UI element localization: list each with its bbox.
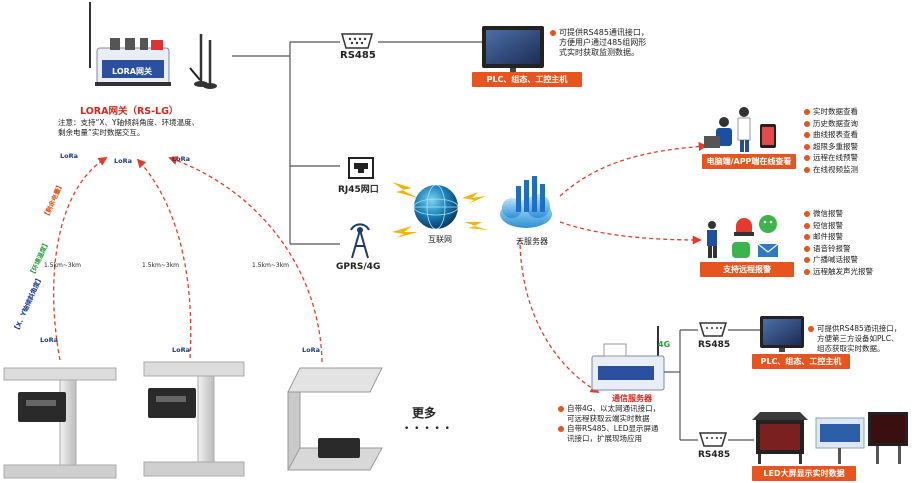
rj45-label: RJ45网口 [338,185,379,195]
comm-server-desc-line-1: 自带4G、以太网通讯接口， [567,404,661,413]
more-dots: • • • • • [404,424,451,434]
rs485-mid-label: RS485 [698,340,731,350]
sensor-1 [3,367,117,479]
lora-gateway-device [89,2,217,89]
rs485-port-icon-bottom [698,432,728,447]
gateway-note-line-2: 剩余电量”实时数据交互。 [58,128,145,137]
cloud-label: 云服务器 [516,237,548,246]
internet-label: 互联网 [428,235,452,244]
gateway-trunk [232,41,482,245]
alarm-list: 微信报警 短信报警 邮件报警 语音铃报警 广播喊话报警 远程触发声光报警 [804,208,873,277]
comm-server-desc-line-4: 讯接口，扩展现场应用 [567,434,642,443]
lora-tag-3: LoRa [172,155,190,163]
pc-app-item: 在线视频监测 [813,164,858,174]
plc-bottom-badge: PLC、组态、工控主机 [752,354,850,369]
lora-tag-1: LoRa [60,152,78,160]
sensor-3 [287,367,383,471]
wireless-bolts [392,182,488,238]
gateway-title: LORA网关（RS-LG） [80,106,179,117]
rs485-port-icon [341,33,373,49]
more-label: 更多 [412,406,437,420]
plc-top-badge: PLC、组态、工控主机 [472,72,582,87]
gateway-note-line-1: 注意：支持“X、Y轴倾斜角度、环境温度、 [58,118,200,127]
plc-bottom-desc: 可提供RS485通讯接口， 方便第三方设备如PLC、 组态获取实时数据。 [808,324,901,354]
lora-links [53,156,323,363]
pc-app-item: 历史数据查询 [813,118,858,128]
comm-server-device [591,326,665,391]
alarm-badge: 支持远程报警 [700,262,794,277]
plc-top-desc-line-2: 方便用户通过485组网形 [559,38,647,47]
gateway-device-label: LORA网关 [112,67,152,76]
rj45-port-icon [348,157,374,179]
rs485-port-icon-mid [698,322,728,337]
cloud-server-icon [500,176,552,228]
lora-tag-5: LoRa [172,346,190,354]
plc-monitor-bottom [760,316,804,352]
gateway-note: 注意：支持“X、Y轴倾斜角度、环境温度、 剩余电量”实时数据交互。 [58,118,199,138]
comm-server-desc: 自带4G、以太网通讯接口， 可远程获取云端实时数据 自带RS485、LED显示屏… [558,404,660,444]
rs485-top-label: RS485 [340,50,376,61]
plc-bottom-desc-line-1: 可提供RS485通讯接口， [817,324,902,333]
gprs-tower-icon [350,223,370,259]
pc-app-list: 实时数据查看 历史数据查询 曲线报表查看 超限多重报警 远程在线预警 在线视频监… [804,106,858,175]
lora-tag-4: LoRa [40,336,58,344]
bullet-dot [550,29,556,36]
distance-label-3: 1.5km~3km [252,262,290,269]
pc-app-item: 远程在线预警 [813,153,858,162]
plc-top-desc-line-1: 可提供RS485通讯接口， [559,28,649,37]
cloud-links [519,141,708,393]
pc-app-badge: 电脑端/APP端在线查看 [702,154,796,169]
comm-server-desc-line-3: 自带RS485、LED显示屏通 [567,424,659,433]
pc-app-illustration [704,107,776,152]
alarm-item: 邮件报警 [813,232,843,241]
alarm-item: 短信报警 [813,220,843,230]
pc-app-item: 曲线报表查看 [813,130,858,139]
internet-globe-icon [413,184,459,230]
distance-label-2: 1.5km~3km [142,262,180,269]
alarm-item: 广播喊话报警 [813,255,858,264]
alarm-illustration [707,215,779,258]
led-screens [752,412,908,464]
comm-server-label: 通信服务器 [612,394,652,403]
led-badge: LED大屏显示实时数据 [752,466,856,481]
pc-app-item: 超限多重报警 [813,141,858,151]
plc-top-desc: 可提供RS485通讯接口， 方便用户通过485组网形 式实时获取监测数据。 [550,28,649,58]
pc-app-item: 实时数据查看 [813,107,858,116]
plc-monitor-top [482,26,544,72]
lora-tag-2: LoRa [114,157,132,165]
alarm-item: 语音铃报警 [813,243,851,253]
plc-bottom-desc-line-3: 组态获取实时数据。 [817,344,885,353]
plc-top-desc-line-3: 式实时获取监测数据。 [559,48,639,57]
rs485-bottom-label: RS485 [698,450,731,460]
comm-server-desc-line-2: 可远程获取云端实时数据 [567,414,650,423]
distance-label-1: 1.5km~3km [44,262,82,269]
plc-bottom-desc-line-2: 方便第三方设备如PLC、 [817,334,899,343]
alarm-item: 微信报警 [813,209,843,218]
comm-server-trunk [664,329,760,441]
alarm-item: 远程触发声光报警 [813,266,873,276]
gprs-label: GPRS/4G [336,262,381,272]
sensor-2 [143,361,245,477]
tag-4g: 4G [658,340,671,349]
lora-tag-6: LoRa [302,346,320,354]
